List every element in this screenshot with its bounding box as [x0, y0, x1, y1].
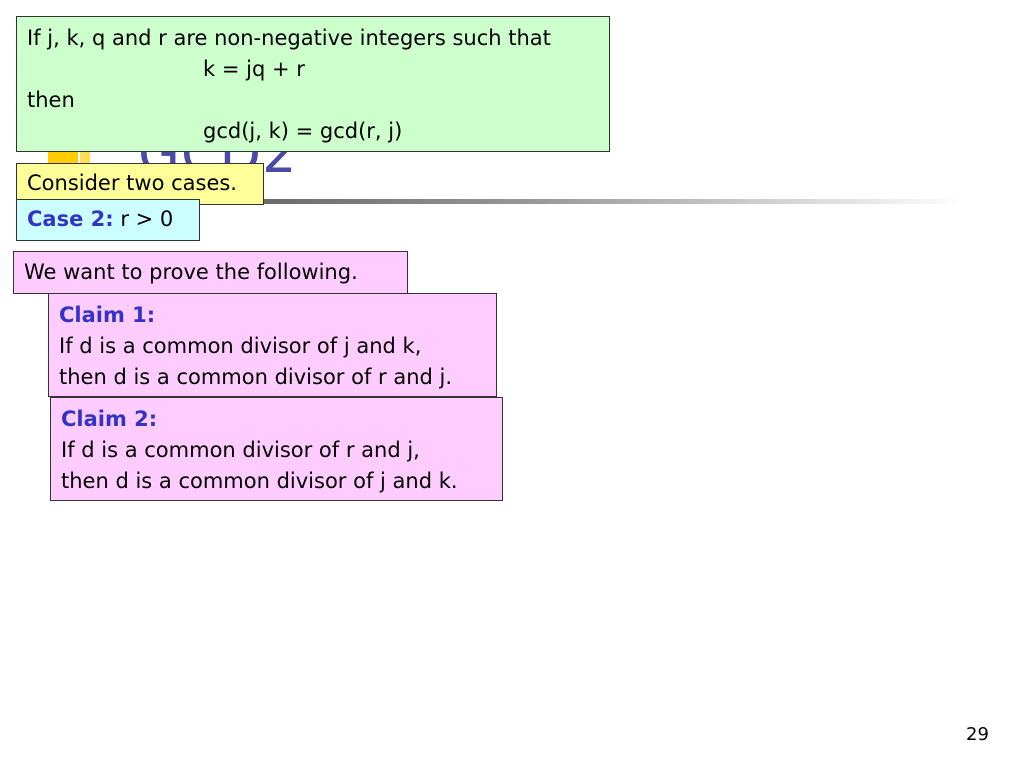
- title-rule-divider: [264, 199, 964, 204]
- claim-2-line-1: If d is a common divisor of r and j,: [61, 438, 420, 462]
- claim-1-title: Claim 1:: [59, 303, 156, 327]
- theorem-statement-box: If j, k, q and r are non-negative intege…: [16, 16, 610, 152]
- case-2-text: r > 0: [113, 207, 174, 231]
- statement-line-3: then: [27, 88, 75, 112]
- statement-line-4: gcd(j, k) = gcd(r, j): [203, 119, 403, 143]
- claim-1-line-2: then d is a common divisor of r and j.: [59, 365, 453, 389]
- claim-2-box: Claim 2: If d is a common divisor of r a…: [50, 397, 503, 501]
- case-2-label: Case 2:: [27, 207, 114, 231]
- want-to-prove-text: We want to prove the following.: [24, 260, 358, 284]
- statement-line-2: k = jq + r: [203, 57, 305, 81]
- claim-2-title: Claim 2:: [61, 407, 158, 431]
- claim-1-line-1: If d is a common divisor of j and k,: [59, 334, 422, 358]
- consider-cases-box: Consider two cases.: [16, 163, 264, 205]
- title-bullet-accent-icon: [80, 150, 90, 170]
- claim-1-box: Claim 1: If d is a common divisor of j a…: [48, 293, 497, 397]
- want-to-prove-box: We want to prove the following.: [13, 251, 408, 294]
- statement-line-1: If j, k, q and r are non-negative intege…: [27, 26, 551, 50]
- consider-cases-text: Consider two cases.: [27, 171, 237, 195]
- case-2-box: Case 2: r > 0: [16, 199, 200, 241]
- claim-2-line-2: then d is a common divisor of j and k.: [61, 469, 458, 493]
- page-number: 29: [966, 724, 989, 745]
